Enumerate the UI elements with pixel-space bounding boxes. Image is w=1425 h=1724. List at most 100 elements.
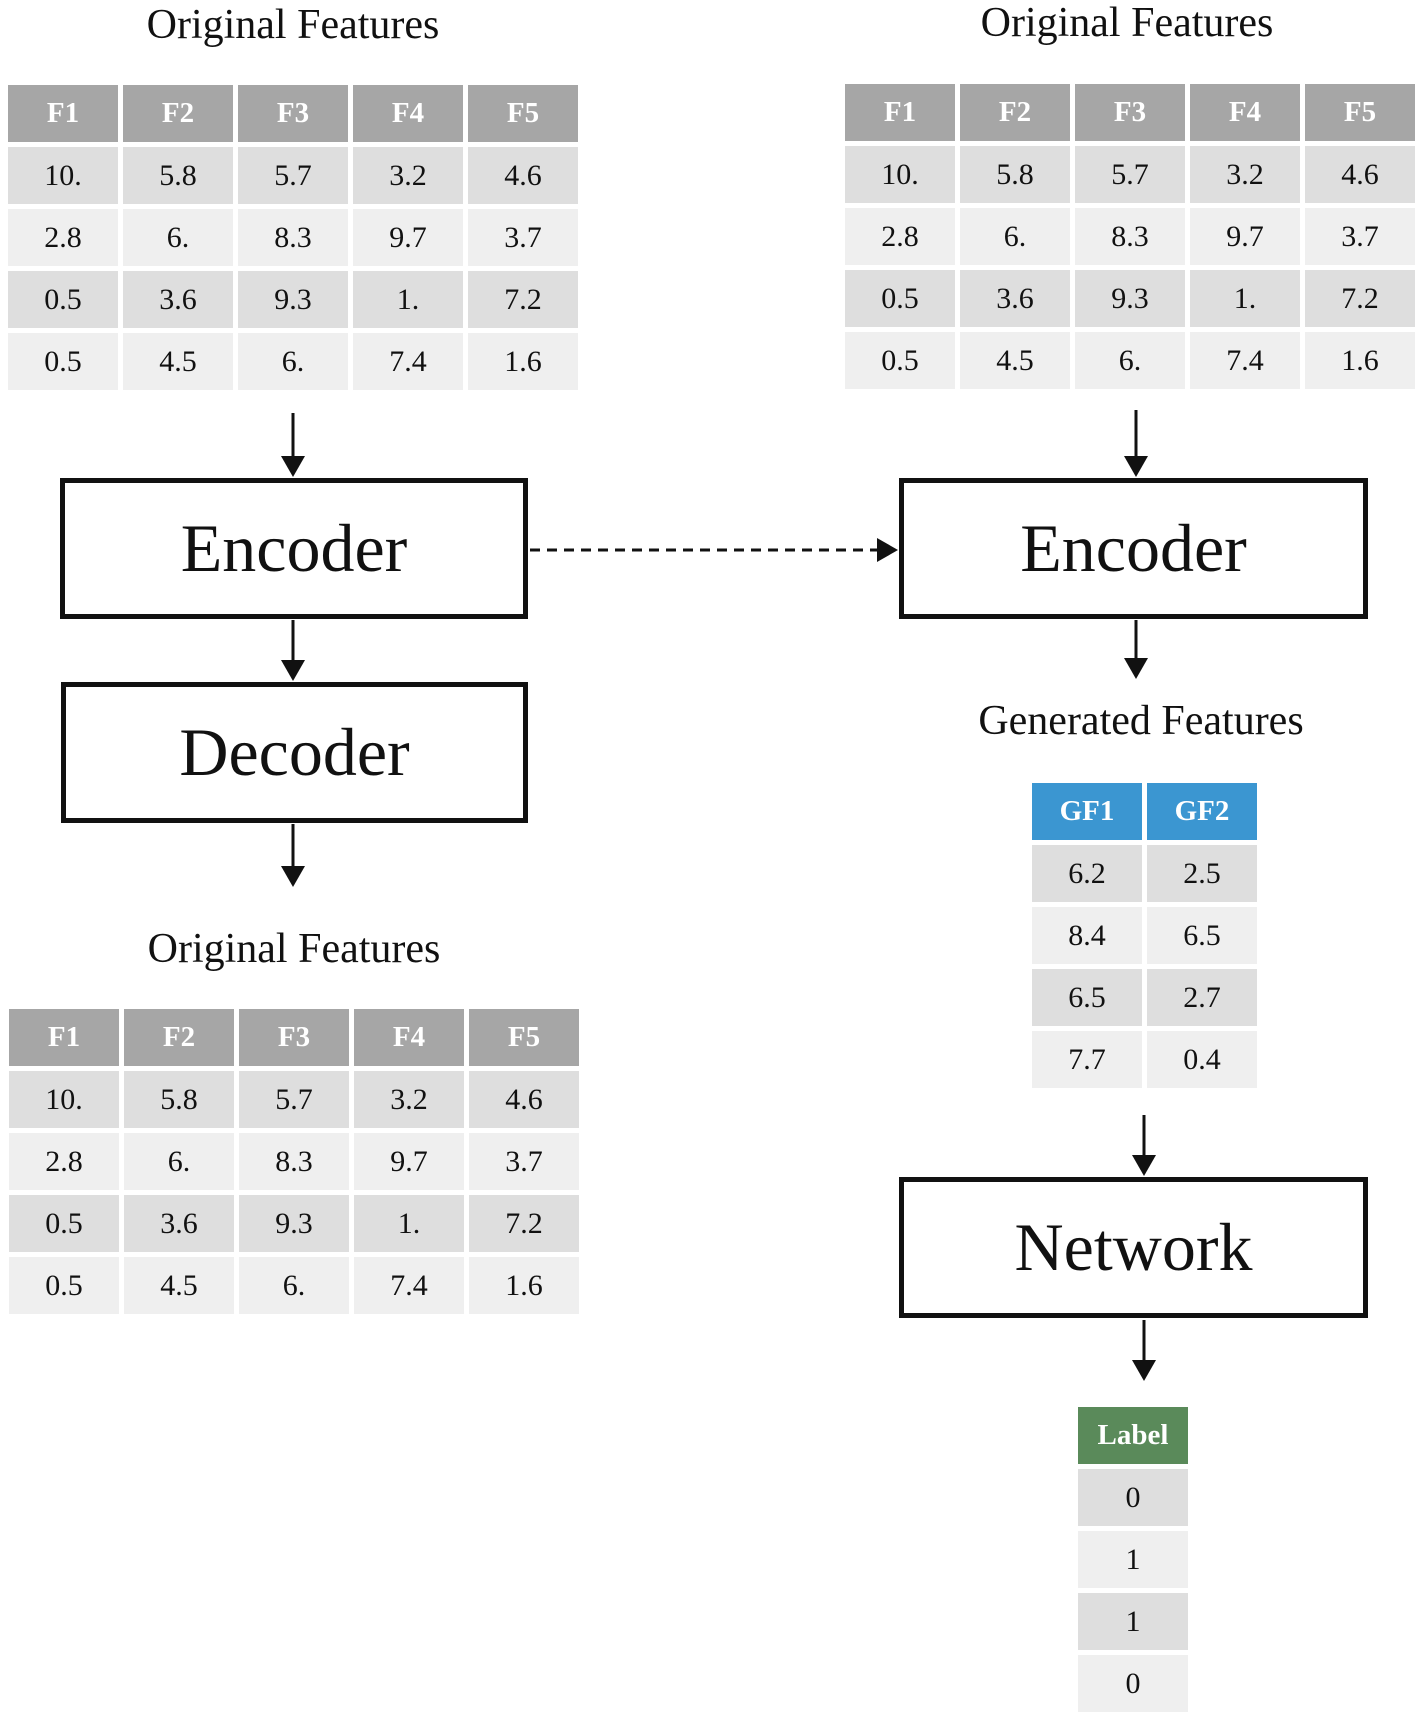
table-cell: 9.7	[353, 209, 463, 266]
column-header: F5	[468, 85, 578, 142]
column-header: F3	[238, 85, 348, 142]
title-original-features-top-left: Original Features	[146, 2, 440, 48]
table-cell: 2.8	[9, 1133, 119, 1190]
table-cell: 0.5	[8, 271, 118, 328]
column-header: F5	[469, 1009, 579, 1066]
table-cell: 3.6	[123, 271, 233, 328]
table-cell: 6.	[124, 1133, 234, 1190]
table-cell: 6.5	[1147, 907, 1257, 964]
table-cell: 3.2	[353, 147, 463, 204]
table-cell: 7.4	[354, 1257, 464, 1314]
table-cell: 3.6	[124, 1195, 234, 1252]
table-cell: 3.7	[468, 209, 578, 266]
table-row: 0	[1078, 1655, 1188, 1712]
table-cell: 2.5	[1147, 845, 1257, 902]
column-header: F4	[354, 1009, 464, 1066]
title-original-features-top-right: Original Features	[980, 0, 1274, 46]
table-cell: 4.5	[960, 332, 1070, 389]
decoder-box: Decoder	[61, 682, 528, 823]
column-header: F3	[1075, 84, 1185, 141]
decoder-label: Decoder	[179, 714, 410, 790]
table-cell: 3.6	[960, 270, 1070, 327]
table-cell: 0.4	[1147, 1031, 1257, 1088]
table-cell: 1.	[1190, 270, 1300, 327]
column-header: F4	[1190, 84, 1300, 141]
table-cell: 9.7	[354, 1133, 464, 1190]
table-cell: 4.6	[468, 147, 578, 204]
table-cell: 7.4	[353, 333, 463, 390]
table-cell: 5.8	[960, 146, 1070, 203]
table-cell: 8.3	[239, 1133, 349, 1190]
table-cell: 4.6	[1305, 146, 1415, 203]
table-cell: 6.	[1075, 332, 1185, 389]
table-cell: 6.	[960, 208, 1070, 265]
encoder-box-right: Encoder	[899, 478, 1368, 619]
column-header: F3	[239, 1009, 349, 1066]
column-header: F1	[845, 84, 955, 141]
network-box: Network	[899, 1177, 1368, 1318]
table-cell: 5.7	[239, 1071, 349, 1128]
table-cell: 9.7	[1190, 208, 1300, 265]
table-cell: 5.7	[1075, 146, 1185, 203]
table-cell: 2.8	[845, 208, 955, 265]
table-cell: 1	[1078, 1531, 1188, 1588]
table-cell: 1	[1078, 1593, 1188, 1650]
table-cell: 8.3	[1075, 208, 1185, 265]
table-cell: 4.6	[469, 1071, 579, 1128]
table-cell: 7.7	[1032, 1031, 1142, 1088]
column-header: F4	[353, 85, 463, 142]
table-cell: 10.	[845, 146, 955, 203]
table-cell: 2.7	[1147, 969, 1257, 1026]
table-cell: 1.	[354, 1195, 464, 1252]
table-cell: 3.7	[469, 1133, 579, 1190]
table-cell: 7.2	[1305, 270, 1415, 327]
table-cell: 2.8	[8, 209, 118, 266]
table-cell: 1.6	[469, 1257, 579, 1314]
table-cell: 5.8	[124, 1071, 234, 1128]
table-cell: 9.3	[238, 271, 348, 328]
table-cell: 0.5	[9, 1195, 119, 1252]
column-header: F2	[124, 1009, 234, 1066]
column-header: F5	[1305, 84, 1415, 141]
table-cell: 0	[1078, 1655, 1188, 1712]
table-cell: 8.4	[1032, 907, 1142, 964]
table-cell: 6.	[239, 1257, 349, 1314]
table-cell: 3.2	[354, 1071, 464, 1128]
column-header: Label	[1078, 1407, 1188, 1464]
table-cell: 6.	[123, 209, 233, 266]
table-cell: 0	[1078, 1469, 1188, 1526]
table-cell: 9.3	[1075, 270, 1185, 327]
column-header: F2	[123, 85, 233, 142]
table-cell: 4.5	[124, 1257, 234, 1314]
table-cell: 7.2	[469, 1195, 579, 1252]
table-row: 1	[1078, 1531, 1188, 1588]
table-row: 1	[1078, 1593, 1188, 1650]
title-generated-features: Generated Features	[978, 698, 1304, 744]
table-cell: 0.5	[9, 1257, 119, 1314]
table-cell: 9.3	[239, 1195, 349, 1252]
table-cell: 8.3	[238, 209, 348, 266]
encoder-box-left: Encoder	[60, 478, 528, 619]
network-label: Network	[1014, 1209, 1253, 1285]
column-header: GF2	[1147, 783, 1257, 840]
table-cell: 4.5	[123, 333, 233, 390]
